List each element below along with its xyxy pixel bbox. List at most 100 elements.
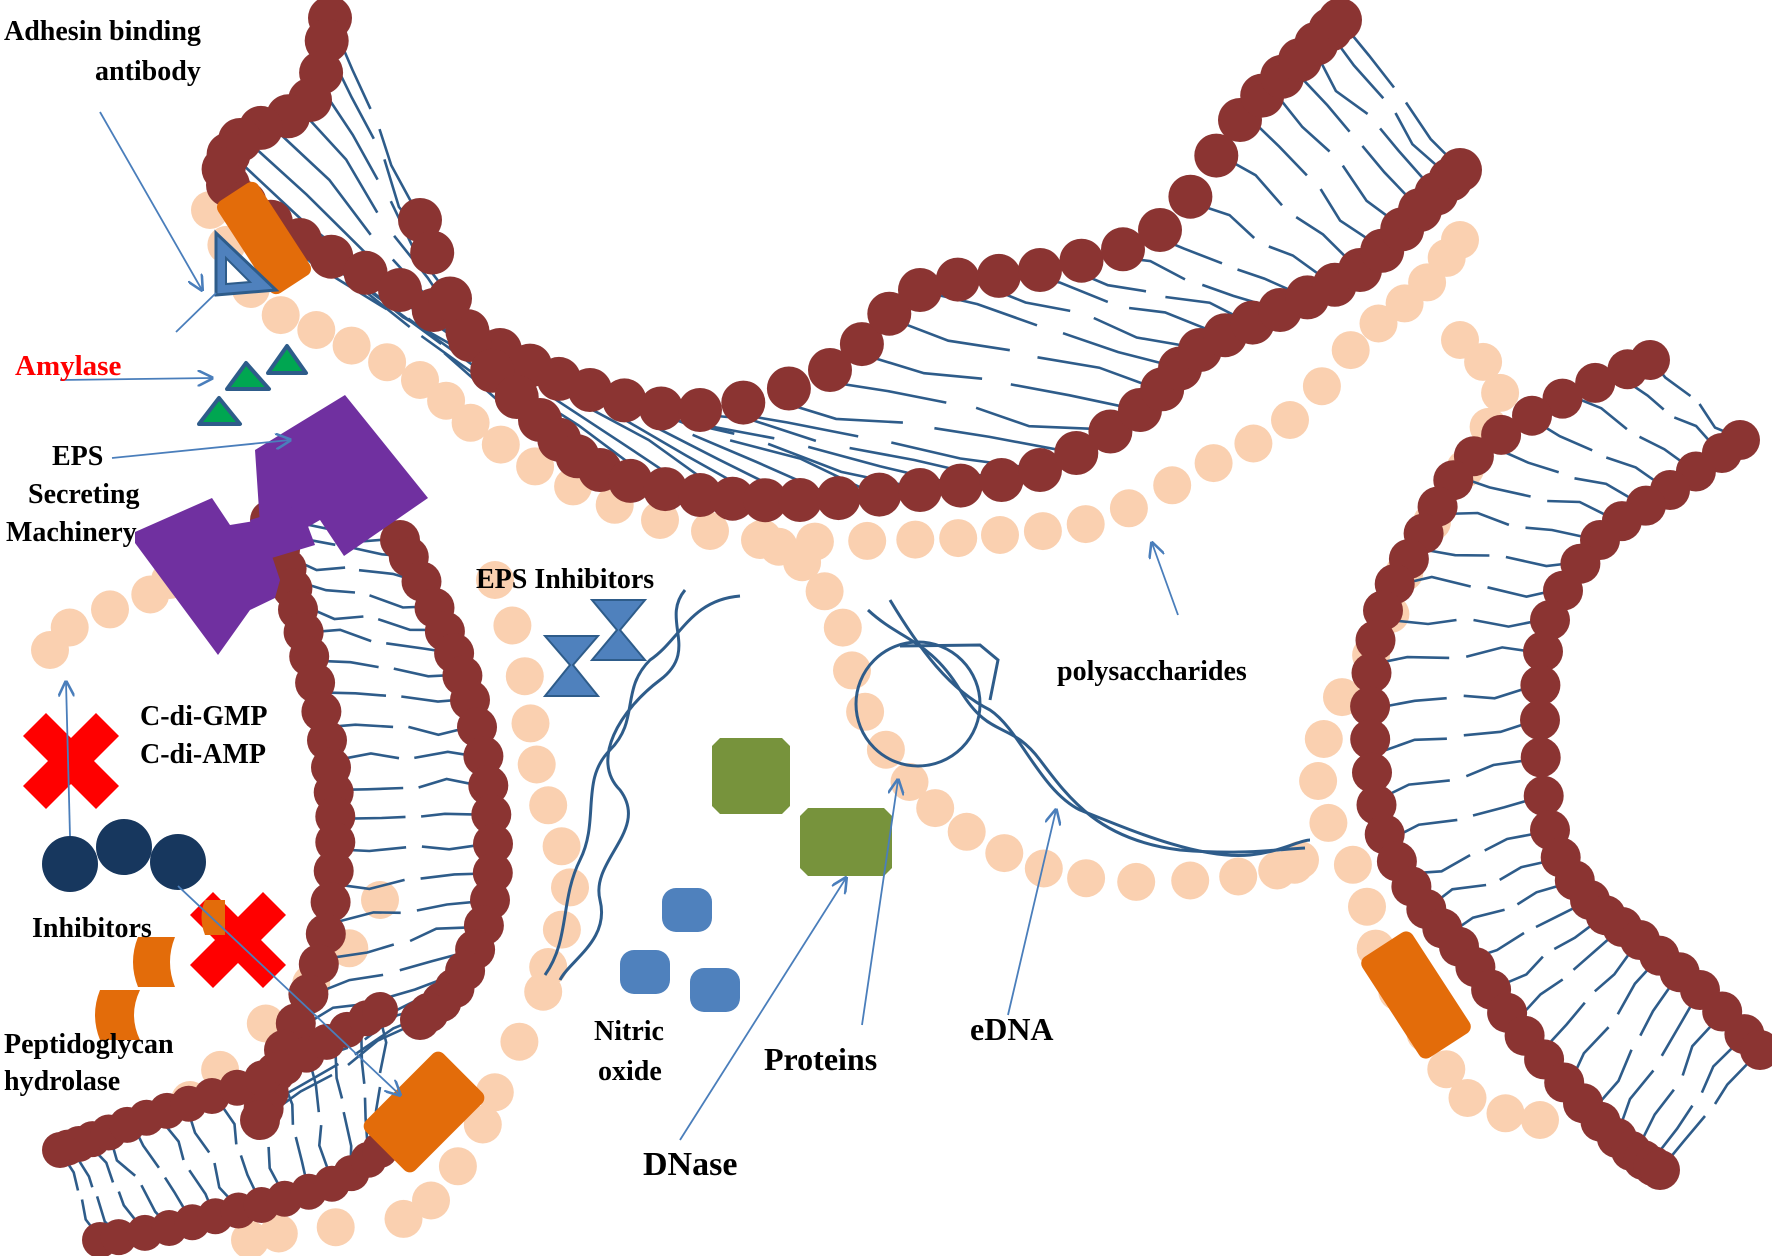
eps-bead: [231, 1221, 269, 1256]
eps-bead: [427, 381, 466, 420]
eps-bead: [401, 361, 439, 399]
lipid-head: [808, 348, 852, 392]
eps-bead: [50, 608, 89, 647]
pointer-arrows: [60, 111, 1179, 1141]
eps-bead: [823, 608, 862, 647]
x-icon: [23, 713, 119, 809]
lipid-tail: [1639, 978, 1677, 1037]
lipid-head: [1512, 395, 1552, 436]
label-cdiamp: C-di-AMP: [140, 739, 266, 770]
lipid-tail: [1465, 758, 1533, 778]
adhesin-bottom-left: [363, 1051, 485, 1173]
lipid-head: [710, 476, 755, 521]
eps-bead: [475, 1073, 514, 1112]
lipid-head: [1438, 148, 1482, 192]
label-peptidoglycan-1: Peptidoglycan: [4, 1029, 174, 1060]
lipid-head: [643, 467, 688, 512]
lipid-tail: [1380, 655, 1450, 664]
lipid-tail: [1595, 1049, 1633, 1107]
lipid-tail: [1316, 55, 1369, 115]
lipid-tail: [409, 925, 476, 943]
eps-bead: [866, 730, 905, 769]
lipid-head: [1350, 719, 1391, 760]
lipid-head: [839, 322, 884, 367]
eps-bead: [91, 590, 129, 629]
lipid-tail: [1681, 1017, 1719, 1076]
inhibitor-circle-icon: [96, 819, 152, 875]
lipid-head: [410, 230, 455, 275]
lipid-head: [898, 468, 942, 512]
eps-bead: [412, 1181, 450, 1220]
lipid-tail: [1576, 397, 1628, 431]
lipid-head: [313, 850, 354, 891]
lipid-head: [1523, 775, 1564, 816]
arrow-polysaccharides: [1152, 543, 1179, 616]
eps-bead: [438, 1147, 477, 1186]
adhesin-proteins: [216, 181, 1471, 1173]
eps-bead: [783, 543, 822, 582]
edna-strand-left-b: [558, 589, 687, 981]
eps-machinery-icon: [135, 395, 428, 655]
eps-bead: [985, 834, 1024, 873]
lipid-head: [305, 913, 346, 954]
inhibitor-circles: [42, 819, 206, 892]
lipid-tail: [337, 752, 400, 762]
label-edna: eDNA: [970, 1011, 1054, 1047]
eps-bead: [1481, 373, 1520, 412]
lipid-tail: [1062, 331, 1168, 366]
lipid-head: [1101, 227, 1145, 272]
lipid-tail: [1653, 1104, 1694, 1159]
eps-bead: [1153, 466, 1192, 505]
eps-bead: [1309, 803, 1348, 842]
lipid-tail: [1379, 127, 1432, 188]
eps-bead: [1066, 505, 1105, 544]
label-eps-inhibitors: EPS Inhibitors: [476, 564, 654, 595]
lipid-tail: [1700, 1039, 1741, 1094]
eps-bead: [1302, 367, 1341, 406]
eps-bead: [1448, 1079, 1487, 1117]
lipid-tail: [340, 878, 405, 891]
lipid-tail: [1093, 316, 1189, 348]
eps-bead: [1333, 845, 1372, 884]
lipid-head: [309, 234, 354, 279]
arrow-edna: [1007, 810, 1056, 1016]
eps-bead: [1234, 424, 1273, 463]
lipid-tail: [1388, 618, 1457, 626]
eps-bead: [1464, 342, 1503, 381]
lipid-head: [310, 882, 351, 923]
lipid-tail: [1463, 685, 1533, 700]
lipid-tail: [1463, 477, 1531, 498]
lipid-tail: [1543, 1001, 1586, 1050]
eps-bead: [481, 425, 520, 464]
antibody-icon: [214, 229, 280, 297]
lipid-head: [315, 822, 356, 863]
lipid-head-layer: [42, 0, 1772, 1256]
eps-bead: [1359, 304, 1398, 343]
lipid-tail: [328, 943, 395, 960]
lipid-head: [639, 386, 684, 431]
lipid-head: [1740, 1030, 1772, 1070]
lipid-head: [1138, 208, 1182, 252]
label-proteins: Proteins: [764, 1041, 877, 1077]
eps-bead: [500, 1022, 539, 1061]
eps-bead: [493, 606, 532, 645]
lipid-head: [240, 1100, 280, 1140]
hydrolase-icon: [95, 990, 140, 1040]
lipid-head: [938, 463, 983, 508]
lipid-tail: [1713, 1055, 1756, 1105]
lipid-head: [473, 823, 513, 864]
eps-bead: [261, 296, 300, 335]
arrow-proteins: [861, 780, 898, 1026]
arrow-antibody: [99, 111, 202, 290]
rounded-rect-icon: [690, 968, 740, 1012]
eps-bead: [451, 403, 490, 442]
edna-loop: [854, 640, 982, 768]
lipid-tail: [347, 1023, 413, 1067]
lipid-tail: [1525, 526, 1592, 540]
eps-bead: [259, 1214, 298, 1253]
labels: Adhesin binding antibody Amylase EPS Sec…: [4, 16, 1247, 1183]
lipid-head: [608, 458, 653, 503]
eps-bead: [1067, 859, 1106, 898]
label-adhesin-1: Adhesin binding: [4, 16, 201, 47]
eps-bead: [529, 786, 568, 825]
